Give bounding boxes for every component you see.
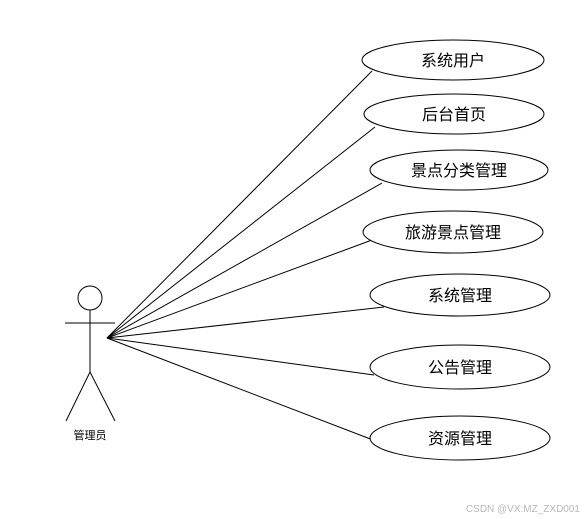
- use-case-3: 旅游景点管理: [362, 210, 544, 254]
- actor-right-leg: [89, 371, 116, 422]
- actor-head: [77, 285, 103, 311]
- use-case-label: 系统管理: [428, 286, 492, 305]
- use-case-ellipse: [369, 273, 551, 317]
- use-case-label: 景点分类管理: [411, 161, 507, 180]
- use-case-label: 后台首页: [422, 105, 486, 124]
- use-case-1: 后台首页: [363, 93, 545, 135]
- associations: [106, 70, 385, 441]
- watermark: CSDN @VX:MZ_ZXD001: [466, 504, 581, 515]
- use-case-ellipse: [361, 39, 545, 81]
- use-case-ellipse: [369, 415, 551, 461]
- association-line-6: [106, 337, 374, 441]
- use-case-label: 公告管理: [428, 358, 492, 377]
- use-case-ellipse: [369, 344, 551, 390]
- actor-label: 管理员: [74, 428, 107, 442]
- association-line-5: [106, 337, 375, 376]
- use-case-5: 公告管理: [369, 344, 551, 390]
- association-line-3: [106, 239, 373, 339]
- association-line-4: [106, 306, 385, 339]
- use-case-ellipse: [369, 149, 549, 191]
- use-case-6: 资源管理: [369, 415, 551, 461]
- use-case-label: 系统用户: [421, 51, 485, 70]
- association-line-2: [106, 182, 383, 339]
- use-case-label: 旅游景点管理: [405, 223, 501, 242]
- actor-left-leg: [65, 371, 91, 422]
- use-case-label: 资源管理: [428, 429, 492, 448]
- use-case-ellipse: [362, 210, 544, 254]
- association-line-1: [106, 126, 376, 339]
- actor-figure: [65, 285, 116, 422]
- association-line-0: [106, 70, 373, 339]
- use-case-4: 系统管理: [369, 273, 551, 317]
- use-case-2: 景点分类管理: [369, 149, 549, 191]
- use-case-0: 系统用户: [361, 39, 545, 81]
- use-case-ellipse: [363, 93, 545, 135]
